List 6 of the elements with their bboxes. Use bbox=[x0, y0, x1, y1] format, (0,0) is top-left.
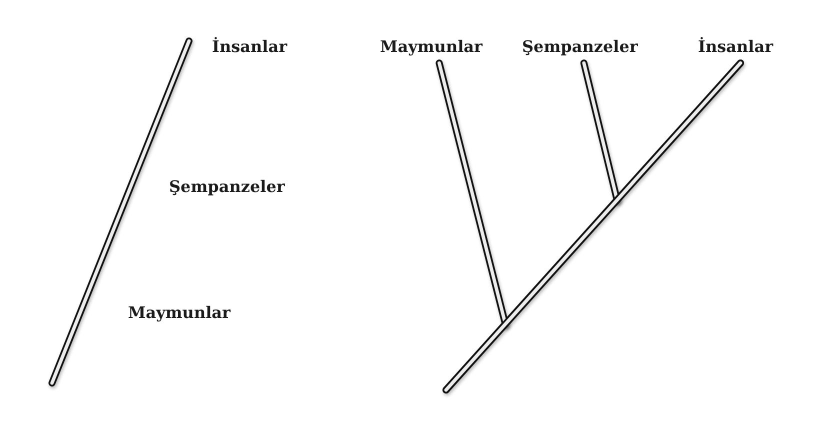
species-label: Maymunlar bbox=[380, 37, 482, 57]
species-label: İnsanlar bbox=[698, 37, 773, 57]
species-label: Maymunlar bbox=[128, 303, 230, 323]
species-label: Şempanzeler bbox=[522, 37, 638, 57]
species-label: Şempanzeler bbox=[169, 177, 285, 197]
species-label: İnsanlar bbox=[212, 37, 287, 57]
